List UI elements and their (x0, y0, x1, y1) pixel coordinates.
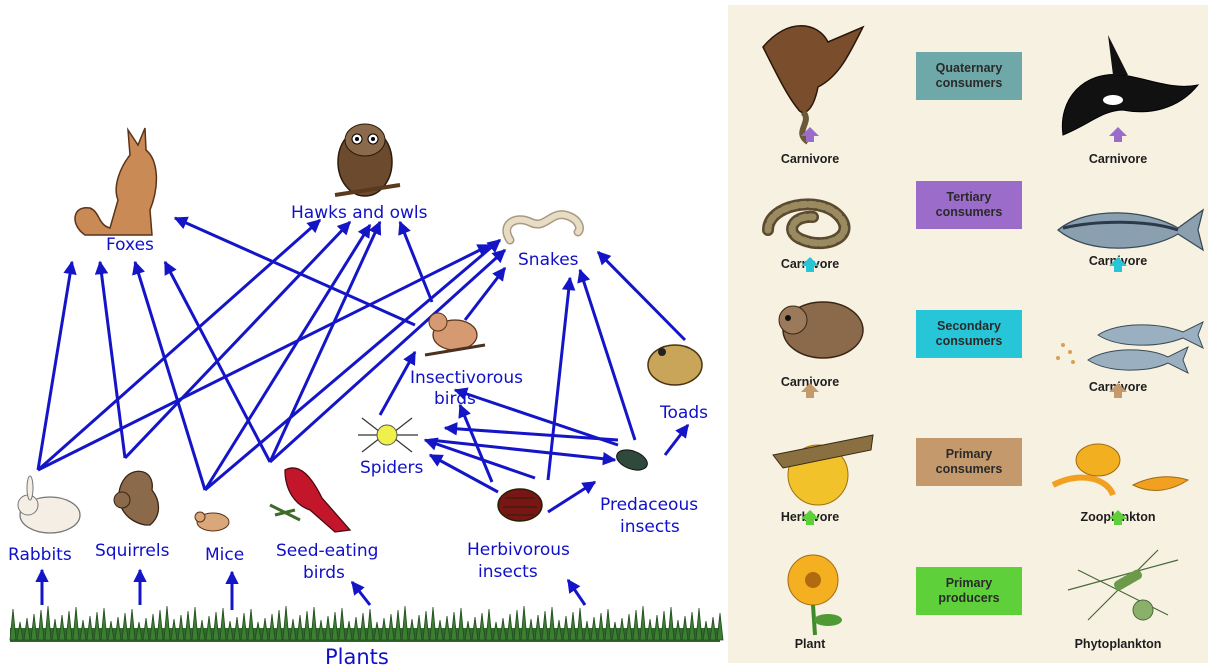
level-tertiary-consumers: Tertiary consumers (916, 181, 1022, 229)
sea-chain-arrow-stem (1114, 392, 1122, 398)
sea-chain-arrow-stem (1114, 519, 1122, 525)
rabbit-image (18, 476, 80, 533)
label-squirrels: Squirrels (95, 541, 170, 561)
rattlesnake-image (758, 185, 868, 255)
label-seed-eating-birds-1: Seed-eating (276, 541, 378, 561)
squirrel-image (114, 471, 159, 525)
small-fish-image (1048, 310, 1208, 380)
fox-image (75, 128, 156, 235)
food-web-arrow (38, 220, 320, 470)
food-web-arrow (598, 252, 685, 340)
label-snakes: Snakes (518, 250, 579, 270)
food-web-arrow (580, 270, 635, 440)
level-secondary-consumers: Secondary consumers (916, 310, 1022, 358)
flower-image (773, 550, 863, 635)
phytoplankton-image (1058, 540, 1188, 635)
level-quaternary-consumers: Quaternary consumers (916, 52, 1022, 100)
label-insectivorous-birds-2: birds (434, 389, 476, 409)
level-primary-producers: Primary producers (916, 567, 1022, 615)
label-herbivorous-insects-2: insects (478, 562, 538, 582)
snake-image (507, 215, 580, 240)
label-foxes: Foxes (106, 235, 154, 255)
land-chain-arrow-stem (806, 266, 814, 272)
food-web-arrow (270, 222, 380, 462)
level-primary-consumers: Primary consumers (916, 438, 1022, 486)
herbivorous-insect-image (498, 489, 542, 521)
sea-chain-arrow-stem (1114, 136, 1122, 142)
land-chain-arrow-head (801, 257, 819, 266)
label-hawks-and-owls: Hawks and owls (291, 203, 428, 223)
mouse-image-chain (768, 290, 868, 370)
orca-image (1053, 30, 1203, 150)
label-insectivorous-birds-1: Insectivorous (410, 368, 523, 388)
label-rabbits: Rabbits (8, 545, 72, 565)
predaceous-insect-image (614, 446, 650, 474)
land-chain-arrow-head (801, 510, 819, 519)
label-predaceous-insects-2: insects (620, 517, 680, 537)
sea-chain-arrow-head (1109, 510, 1127, 519)
food-chain-panel: Quaternary consumers Tertiary consumers … (728, 5, 1208, 663)
label-seed-eating-birds-2: birds (303, 563, 345, 583)
land-chain-arrow-head (801, 127, 819, 136)
food-web-arrow (175, 218, 415, 325)
food-web-arrow (548, 482, 595, 512)
food-web-arrow (400, 222, 432, 302)
insectivorous-bird-image (425, 313, 485, 355)
toad-image (648, 345, 702, 385)
food-web-arrow (665, 425, 688, 455)
land-chain-arrow-stem (806, 392, 814, 398)
food-web-arrow (465, 268, 505, 320)
food-web-diagram: Foxes Hawks and owls Snakes Insectivorou… (0, 0, 725, 667)
food-web-arrow (38, 262, 72, 470)
food-web-arrow (352, 582, 370, 605)
sea-chain-arrow-head (1109, 127, 1127, 136)
label-herbivorous-insects-1: Herbivorous (467, 540, 570, 560)
food-web-arrow (205, 225, 370, 490)
label-toads: Toads (659, 403, 708, 423)
land-chain-arrow-stem (806, 519, 814, 525)
mouse-image (195, 512, 229, 531)
owl-image (335, 124, 400, 196)
label-spiders: Spiders (360, 458, 424, 478)
food-web-arrow (100, 262, 125, 458)
zooplankton-image (1053, 425, 1193, 505)
food-web-arrow (548, 278, 570, 480)
grass-illustration (10, 606, 723, 642)
spider-image (358, 418, 418, 452)
sea-chain-arrow-stem (1114, 266, 1122, 272)
food-web-arrow (568, 580, 585, 605)
food-web-arrow (455, 390, 618, 445)
label-predaceous-insects-1: Predaceous (600, 495, 698, 515)
sea-chain-arrow-head (1109, 383, 1127, 392)
grasshopper-flower-image (763, 410, 883, 510)
sea-caption-producer: Phytoplankton (1058, 637, 1178, 651)
sea-chain-arrow-head (1109, 257, 1127, 266)
label-plants: Plants (325, 645, 389, 667)
land-caption-producer: Plant (750, 637, 870, 651)
tuna-image (1048, 200, 1208, 260)
land-chain-arrow-stem (806, 136, 814, 142)
sea-caption-quaternary: Carnivore (1058, 152, 1178, 166)
label-mice: Mice (205, 545, 244, 565)
land-chain-arrow-head (801, 383, 819, 392)
cardinal-image (270, 468, 350, 532)
land-caption-quaternary: Carnivore (750, 152, 870, 166)
